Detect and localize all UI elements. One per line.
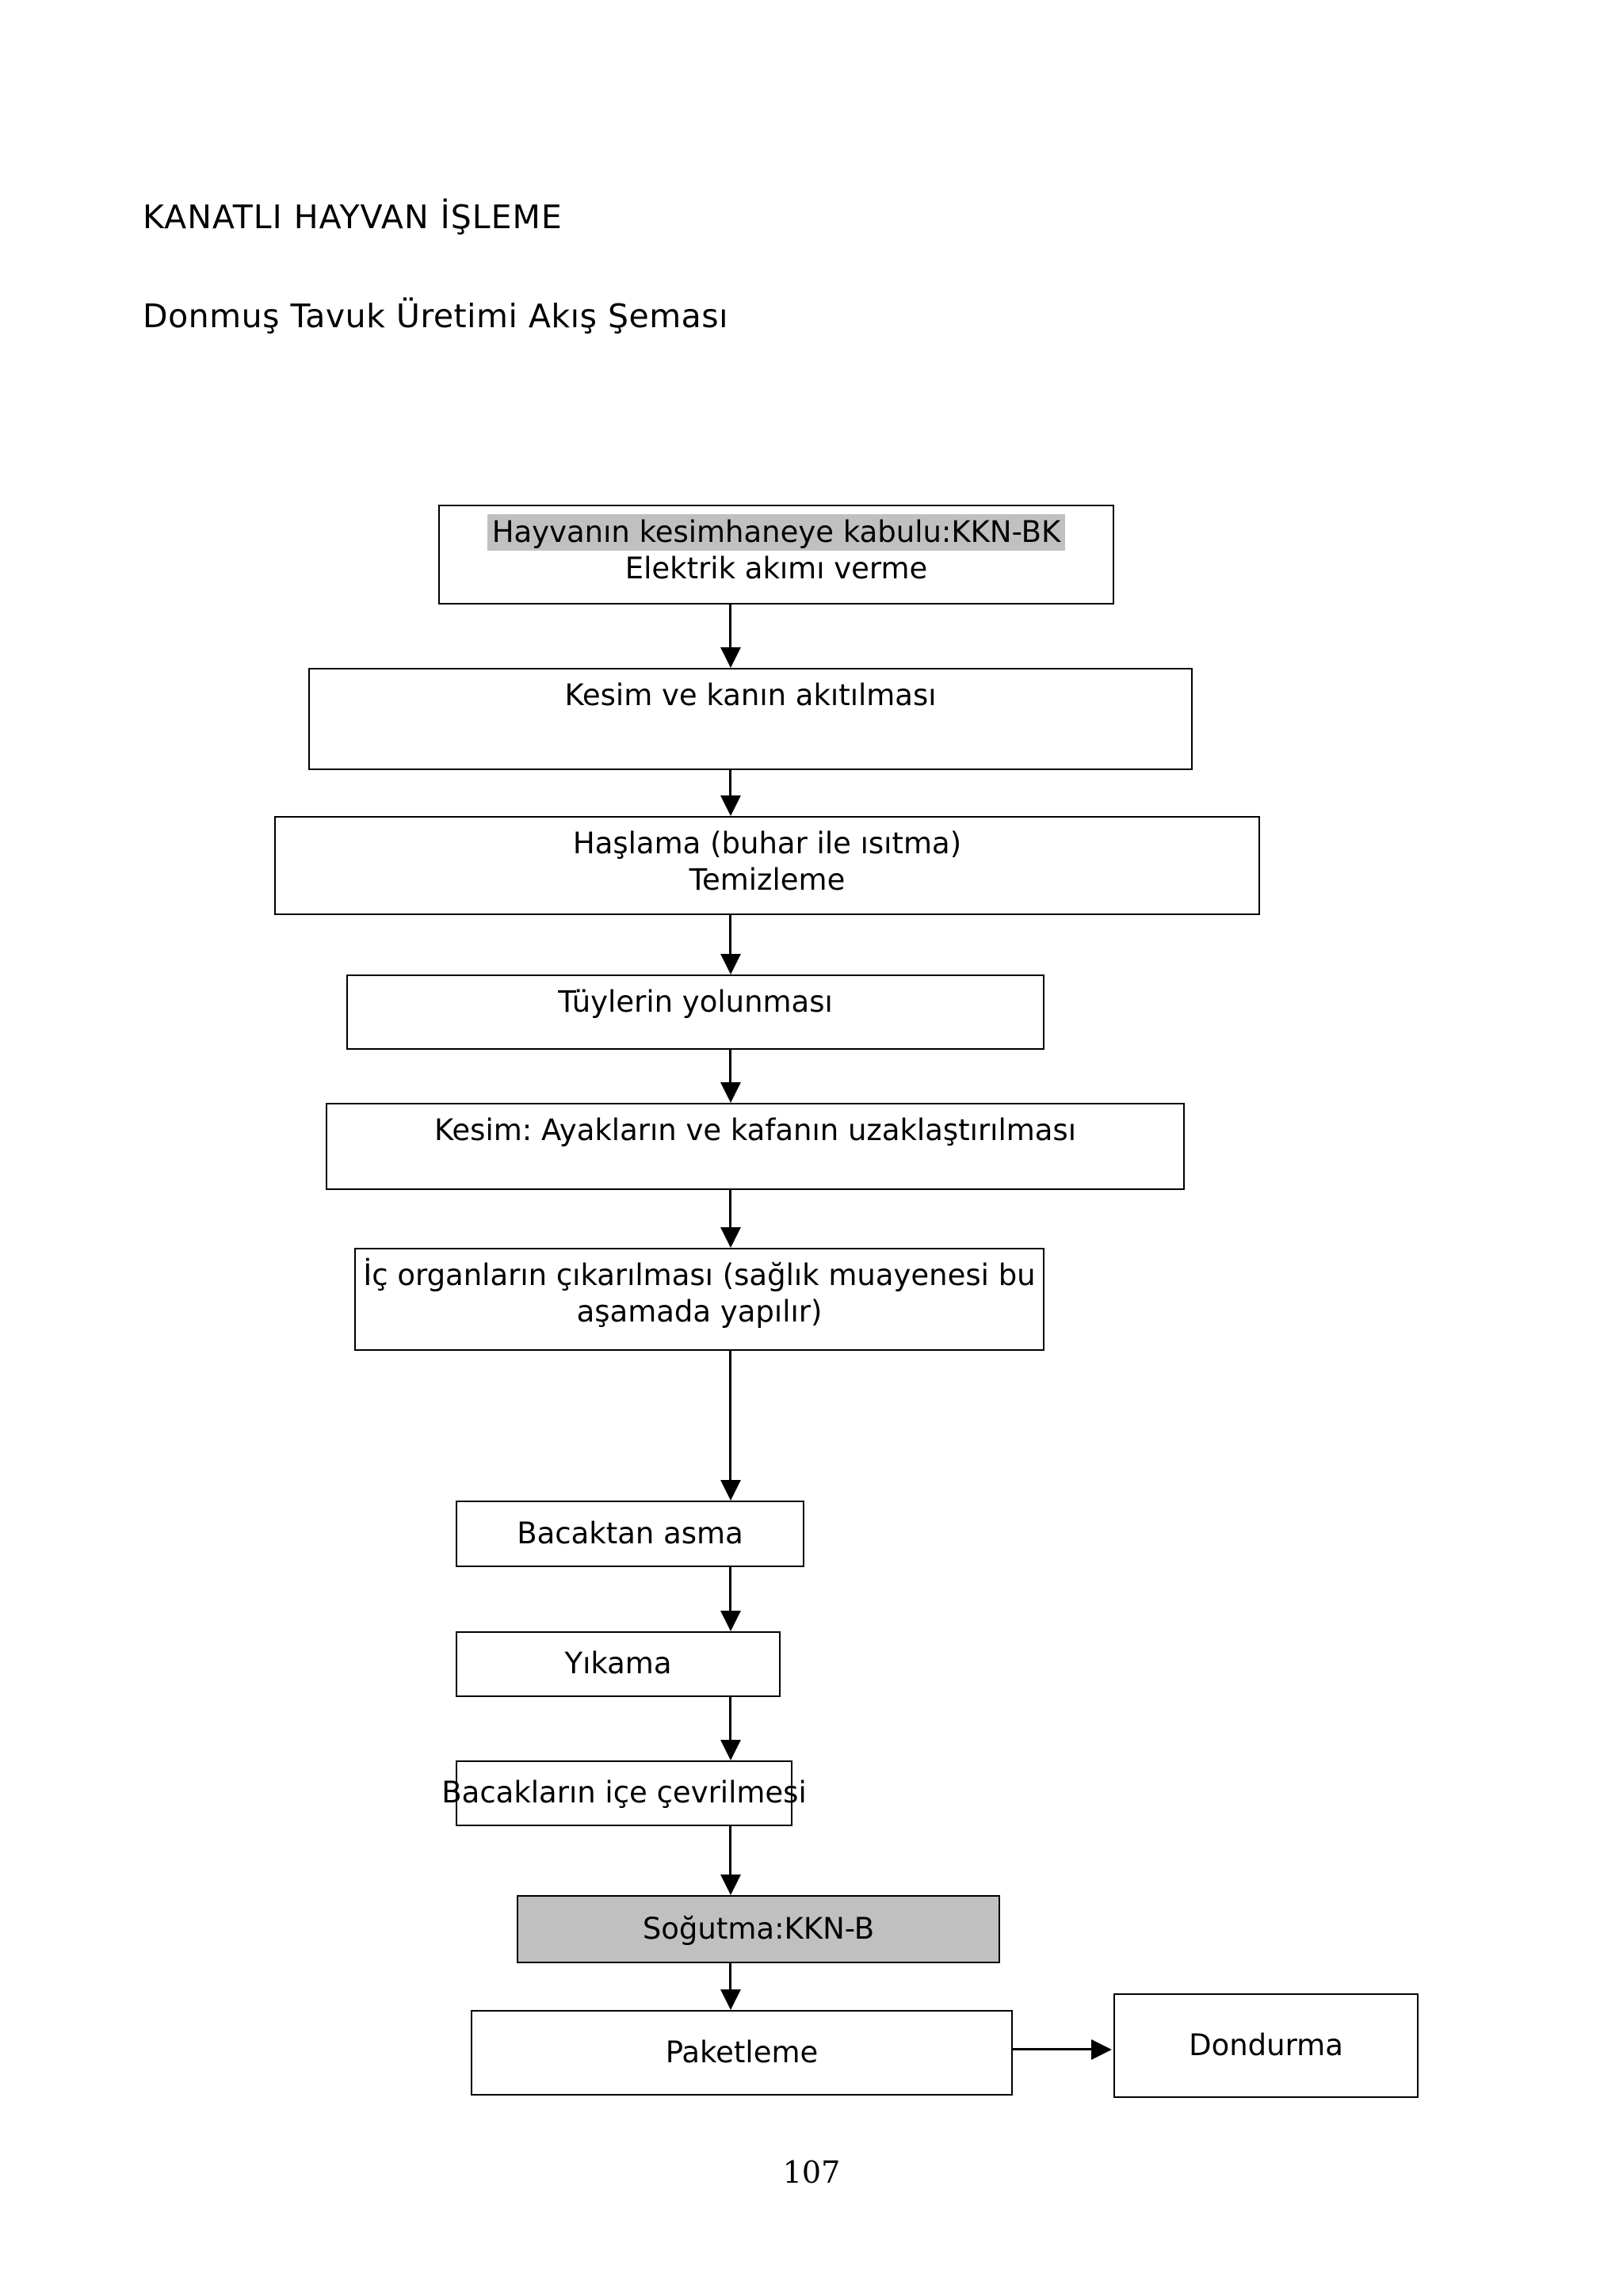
page-subtitle: Donmuş Tavuk Üretimi Akış Şeması — [143, 297, 729, 335]
flow-node-haslama-line2: Temizleme — [689, 863, 846, 898]
flow-node-kabul-line1: Hayvanın kesimhaneye kabulu:KKN-BK — [487, 514, 1066, 551]
flow-node-haslama-line1: Haşlama (buhar ile ısıtma) — [572, 826, 962, 860]
flow-node-sogutma: Soğutma:KKN-B — [517, 1895, 1000, 1963]
flow-node-ic-organ-line2: aşamada yapılır) — [576, 1295, 823, 1329]
flow-node-paketleme: Paketleme — [471, 2010, 1013, 2096]
flow-node-kabul-line2: Elektrik akımı verme — [624, 551, 928, 586]
flow-node-tuy-yolma-line1: Tüylerin yolunması — [558, 985, 833, 1019]
flow-node-kabul: Hayvanın kesimhaneye kabulu:KKN-BK Elekt… — [438, 505, 1114, 605]
flow-node-bacak-cevirme: Bacakların içe çevrilmesi — [441, 1760, 807, 1826]
flow-node-ic-organ-line1: İç organların çıkarılması (sağlık muayen… — [363, 1258, 1036, 1292]
flow-node-tuy-yolma: Tüylerin yolunması — [346, 974, 1044, 1050]
flow-node-paketleme-line1: Paketleme — [665, 2035, 819, 2069]
flow-node-bacak-cevirme-line1: Bacakların içe çevrilmesi — [441, 1775, 807, 1810]
flow-node-sogutma-line1: Soğutma:KKN-B — [642, 1911, 875, 1946]
flow-node-bacaktan-asma-line1: Bacaktan asma — [517, 1516, 743, 1550]
page-title: KANATLI HAYVAN İŞLEME — [143, 198, 563, 236]
flow-node-kesim-kan: Kesim ve kanın akıtılması — [308, 668, 1193, 770]
flow-node-yikama-line1: Yıkama — [564, 1646, 672, 1681]
flow-node-dondurma: Dondurma — [1113, 1993, 1419, 2098]
flow-node-ic-organ: İç organların çıkarılması (sağlık muayen… — [354, 1248, 1044, 1351]
flow-node-yikama: Yıkama — [456, 1631, 781, 1697]
flow-node-dondurma-line1: Dondurma — [1189, 2027, 1343, 2062]
flow-node-haslama: Haşlama (buhar ile ısıtma) Temizleme — [274, 816, 1260, 915]
flow-node-bacaktan-asma: Bacaktan asma — [456, 1501, 804, 1567]
flow-node-ayak-kafa: Kesim: Ayakların ve kafanın uzaklaştırıl… — [326, 1103, 1185, 1190]
flow-node-kesim-kan-line1: Kesim ve kanın akıtılması — [564, 678, 937, 712]
flow-node-ayak-kafa-line1: Kesim: Ayakların ve kafanın uzaklaştırıl… — [433, 1113, 1076, 1147]
page-number: 107 — [782, 2155, 841, 2190]
